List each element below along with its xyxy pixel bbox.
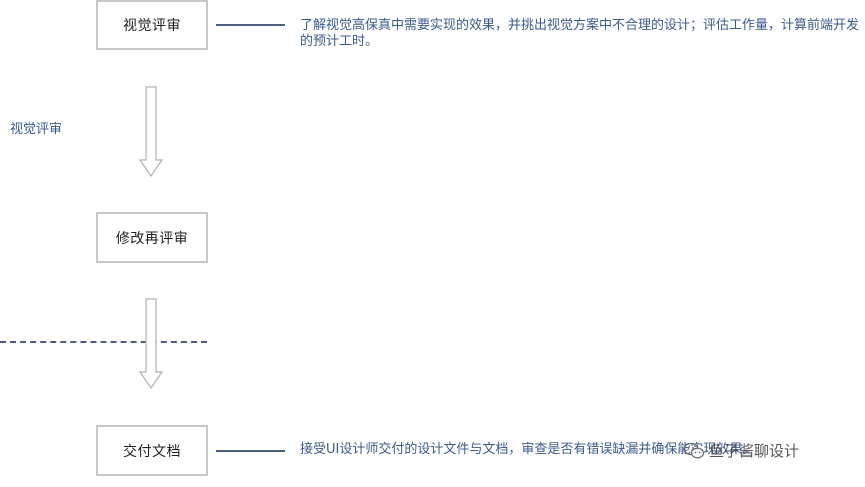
- dashed-separator: [0, 341, 207, 343]
- wechat-icon: [683, 442, 705, 458]
- connector-line: [216, 24, 285, 26]
- step-box-deliver-docs: 交付文档: [96, 425, 208, 476]
- watermark-text: 鱼子酱聊设计: [709, 442, 800, 460]
- step-box-revise-review: 修改再评审: [96, 212, 208, 263]
- connector-line: [216, 450, 285, 452]
- step-description: 了解视觉高保真中需要实现的效果，并挑出视觉方案中不合理的设计；评估工作量，计算前…: [300, 18, 860, 49]
- step-box-visual-review: 视觉评审: [96, 0, 208, 50]
- step-label: 修改再评审: [115, 230, 189, 247]
- step-description: 接受UI设计师交付的设计文件与文档，审查是否有错误缺漏并确保能实现效果。: [300, 442, 756, 457]
- step-label: 视觉评审: [123, 18, 181, 34]
- down-arrow-icon: [139, 86, 163, 178]
- watermark: 鱼子酱聊设计: [683, 440, 799, 461]
- step-label: 交付文档: [123, 443, 181, 460]
- down-arrow-icon: [139, 298, 163, 390]
- side-label: 视觉评审: [10, 122, 63, 137]
